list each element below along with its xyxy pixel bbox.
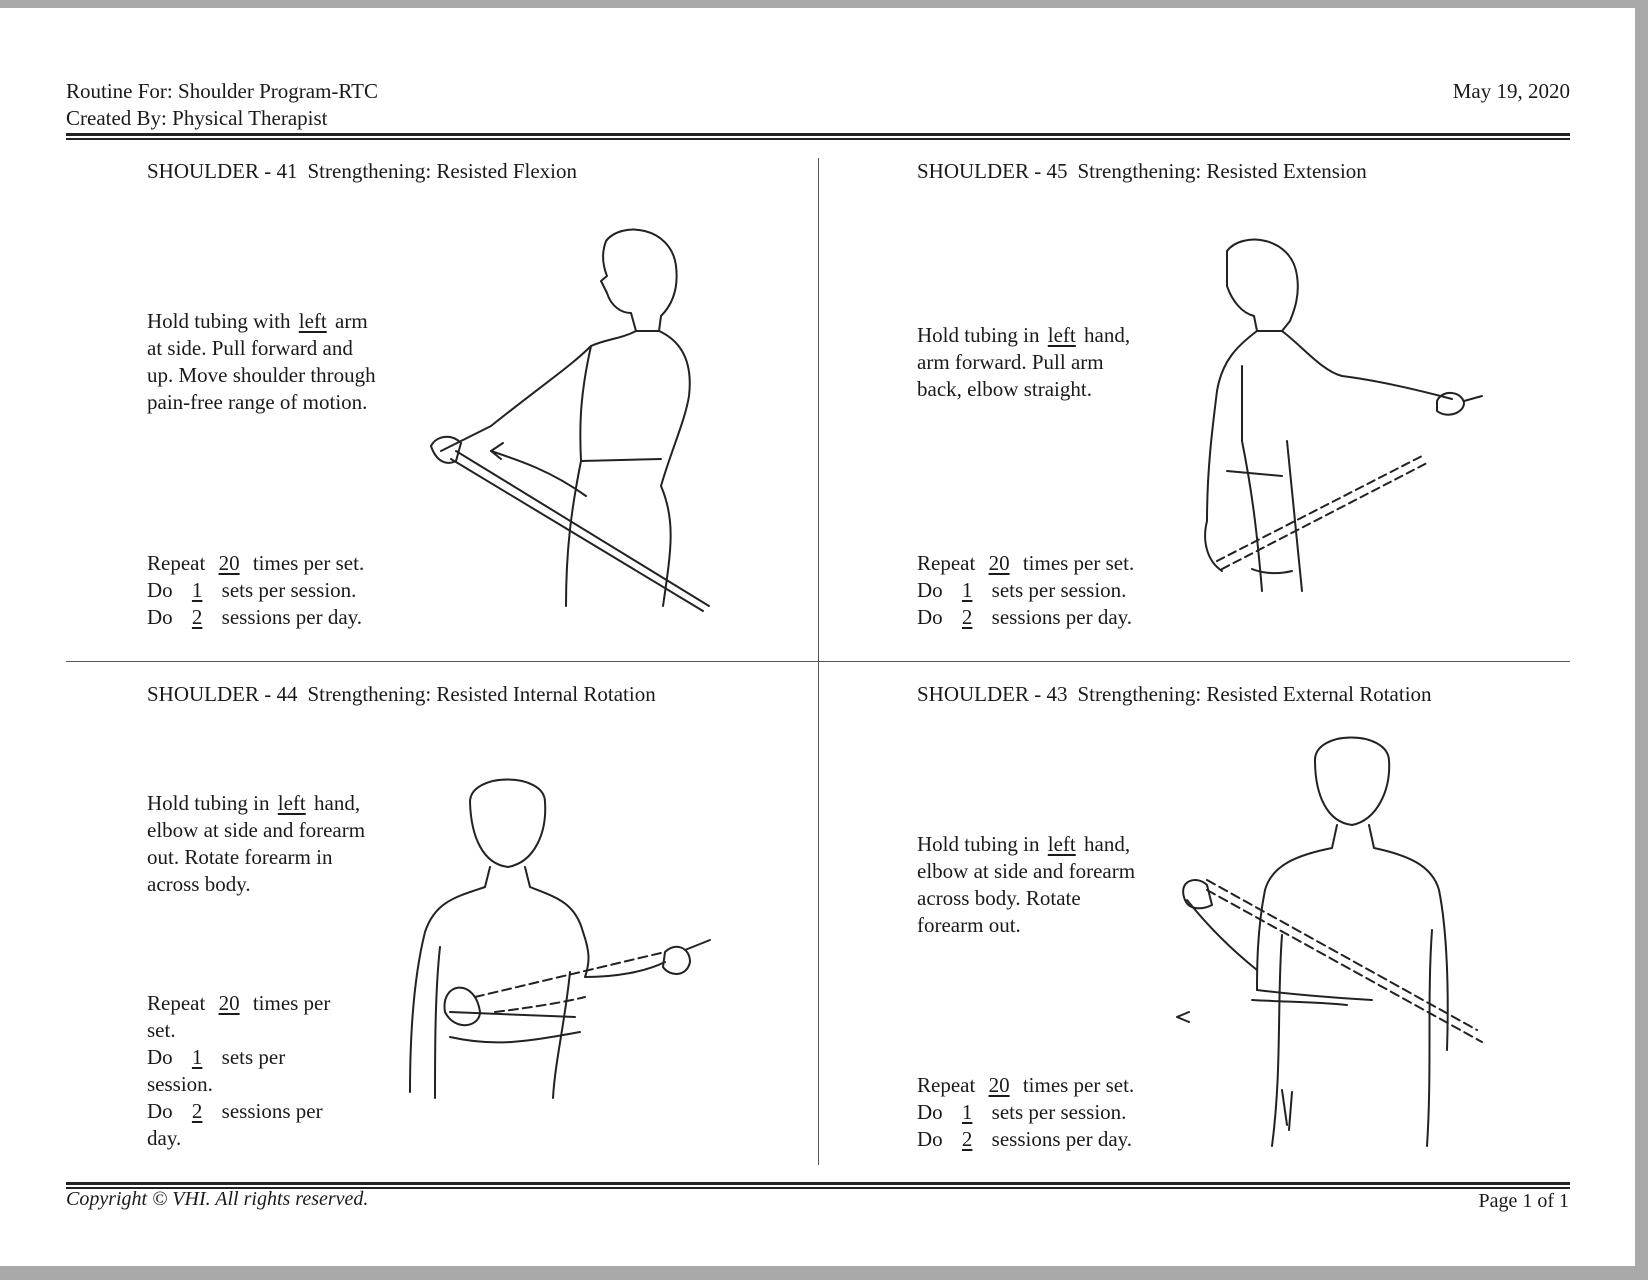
exercise-code: SHOULDER - 43 [917,682,1068,706]
routine-line: Routine For: Shoulder Program-RTC [66,78,378,105]
exercise-name: Strengthening: Resisted Flexion [307,159,577,183]
sessions-value: 2 [191,605,203,629]
times-label: times per set. [252,551,365,575]
extension-illustration [1204,238,1483,592]
dosage-1: Repeat 20 times per set. Do 1 sets per s… [147,550,364,631]
external-rotation-illustration [1176,736,1483,1147]
instr-line: elbow at side and forearm [147,818,366,842]
exercise-code: SHOULDER - 45 [917,159,1068,183]
instructions-4: Hold tubing in left hand, elbow at side … [917,831,1135,939]
exercise-name: Strengthening: Resisted Extension [1077,159,1367,183]
do-label: Do [147,578,173,602]
sets-value: 1 [961,1100,973,1124]
exercise-code: SHOULDER - 41 [147,159,298,183]
sets-value: 1 [191,1045,203,1069]
sets-value: 1 [961,578,973,602]
times-label: times per set. [147,991,331,1042]
repeat-value: 20 [988,1073,1010,1097]
header-rule-2 [66,138,1570,140]
do-label: Do [917,578,943,602]
header-rule [66,133,1570,136]
instr-line: across body. Rotate [917,886,1081,910]
sets-value: 1 [191,578,203,602]
instr-line: out. Rotate forearm in [147,845,333,869]
sets-label: sets per session. [991,578,1127,602]
dosage-2: Repeat 20 times per set. Do 1 sets per s… [917,550,1134,631]
repeat-value: 20 [218,551,240,575]
instructions-1: Hold tubing with left arm at side. Pull … [147,308,376,416]
times-label: times per set. [1022,1073,1135,1097]
side-value: left [277,791,306,815]
repeat-label: Repeat [147,991,206,1015]
created-by-value: Physical Therapist [172,106,328,130]
instr-line: arm forward. Pull arm [917,350,1104,374]
instr-text: arm [335,309,368,333]
exercise-name: Strengthening: Resisted Internal Rotatio… [307,682,656,706]
footer-rule-2 [66,1187,1570,1189]
instr-text: Hold tubing in [147,791,270,815]
exercise-title-2: SHOULDER - 45 Strengthening: Resisted Ext… [917,159,1367,184]
instr-line: elbow at side and forearm [917,859,1136,883]
flexion-illustration [430,228,710,612]
side-value: left [1047,832,1076,856]
instr-text: Hold tubing in [917,323,1040,347]
repeat-label: Repeat [147,551,206,575]
times-label: times per set. [1022,551,1135,575]
exercise-code: SHOULDER - 44 [147,682,298,706]
exercise-sheet [0,8,1635,1266]
sessions-value: 2 [961,605,973,629]
sets-label: sets per session. [147,1045,286,1096]
sessions-value: 2 [961,1127,973,1151]
instr-text: Hold tubing with [147,309,291,333]
instr-line: up. Move shoulder through [147,363,376,387]
instr-line: forearm out. [917,913,1021,937]
do-label: Do [147,1099,173,1123]
instructions-3: Hold tubing in left hand, elbow at side … [147,790,365,898]
instr-text: hand, [314,791,361,815]
repeat-value: 20 [988,551,1010,575]
do-label: Do [917,605,943,629]
instr-text: hand, [1084,832,1131,856]
footer-rule [66,1182,1570,1185]
repeat-value: 20 [218,991,240,1015]
instr-line: across body. [147,872,251,896]
created-by-label: Created By: [66,106,167,130]
sessions-label: sessions per day. [991,1127,1133,1151]
created-by-line: Created By: Physical Therapist [66,105,327,132]
exercise-title-4: SHOULDER - 43 Strengthening: Resisted Ext… [917,682,1432,707]
instr-line: back, elbow straight. [917,377,1092,401]
instr-line: at side. Pull forward and [147,336,353,360]
side-value: left [1047,323,1076,347]
page-number: Page 1 of 1 [1478,1190,1569,1212]
sessions-label: sessions per day. [221,605,363,629]
do-label: Do [147,605,173,629]
exercise-title-1: SHOULDER - 41 Strengthening: Resisted Fle… [147,159,577,184]
repeat-label: Repeat [917,1073,976,1097]
instructions-2: Hold tubing in left hand, arm forward. P… [917,322,1130,403]
sessions-label: sessions per day. [991,605,1133,629]
instr-text: hand, [1084,323,1131,347]
routine-name: Shoulder Program-RTC [178,79,378,103]
do-label: Do [917,1100,943,1124]
internal-rotation-illustration [409,778,711,1099]
do-label: Do [917,1127,943,1151]
sessions-label: sessions per day. [147,1099,323,1150]
exercise-name: Strengthening: Resisted External Rotatio… [1077,682,1432,706]
sets-label: sets per session. [221,578,357,602]
sets-label: sets per session. [991,1100,1127,1124]
repeat-label: Repeat [917,551,976,575]
date: May 19, 2020 [1452,79,1570,103]
copyright: Copyright © VHI. All rights reserved. [66,1188,369,1210]
instr-line: pain-free range of motion. [147,390,368,414]
routine-label: Routine For: [66,79,173,103]
exercise-title-3: SHOULDER - 44 Strengthening: Resisted Int… [147,682,656,707]
do-label: Do [147,1045,173,1069]
dosage-4: Repeat 20 times per set. Do 1 sets per s… [917,1072,1134,1153]
dosage-3: Repeat 20 times per set. Do 1 sets per s… [147,990,342,1152]
sessions-value: 2 [191,1099,203,1123]
instr-text: Hold tubing in [917,832,1040,856]
side-value: left [298,309,327,333]
horizontal-divider [66,661,1570,662]
